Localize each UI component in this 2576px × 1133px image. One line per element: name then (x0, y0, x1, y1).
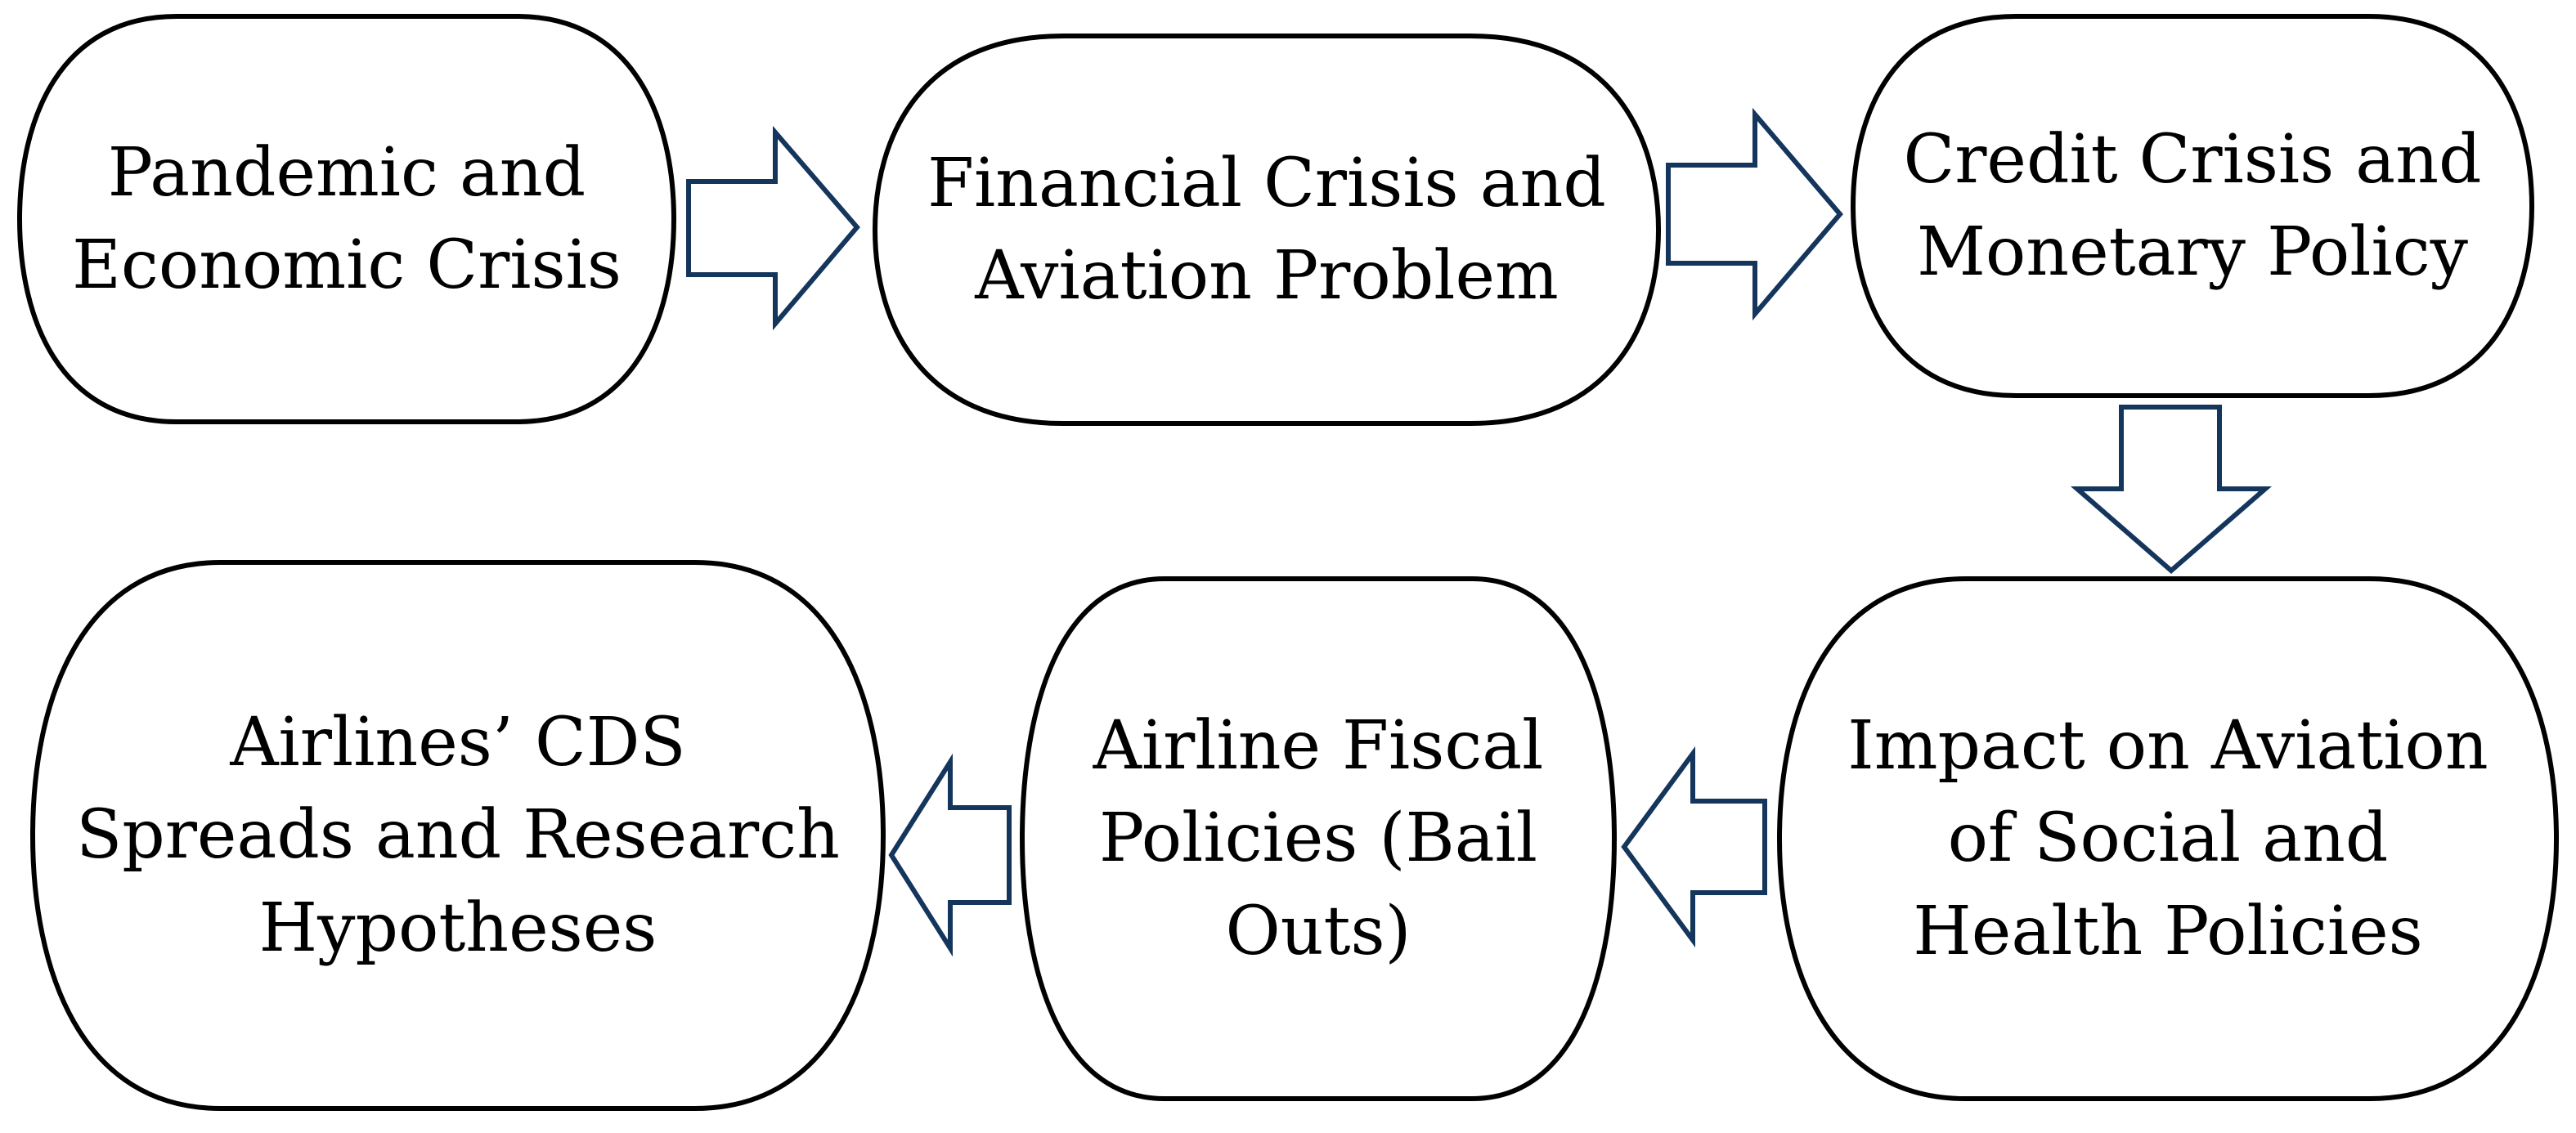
node-financial-line-2: Aviation Problem (975, 237, 1559, 315)
node-cds-label: Airlines’ CDS Spreads and Research Hypot… (33, 562, 883, 1108)
node-cds-shape (29, 560, 886, 1111)
node-fiscal-label: Airline Fiscal Policies (Bail Outs) (1022, 579, 1614, 1099)
node-fiscal-line-2: Policies (Bail (1098, 799, 1538, 878)
arrow-down-icon (2070, 405, 2273, 574)
node-cds-line-1: Airlines’ CDS (230, 704, 686, 782)
node-impact-shape (1776, 576, 2560, 1101)
node-pandemic-line-2: Economic Crisis (72, 226, 622, 304)
node-credit-line-1: Credit Crisis and (1903, 120, 2482, 199)
node-credit-label: Credit Crisis and Monetary Policy (1853, 16, 2532, 396)
arrow-left-icon (888, 753, 1012, 957)
node-fiscal-shape (1019, 576, 1618, 1101)
node-impact-label: Impact on Aviation of Social and Health … (1779, 579, 2556, 1099)
node-financial-shape (872, 34, 1662, 426)
node-impact-line-2: of Social and (1947, 799, 2389, 878)
node-impact-line-1: Impact on Aviation (1847, 707, 2488, 786)
node-impact-line-3: Health Policies (1913, 892, 2423, 970)
arrow-right-icon (1666, 107, 1843, 321)
node-pandemic-label: Pandemic and Economic Crisis (20, 16, 674, 422)
node-cds-line-2: Spreads and Research (76, 796, 840, 875)
node-financial-label: Financial Crisis and Aviation Problem (875, 36, 1658, 423)
node-financial-line-1: Financial Crisis and (927, 144, 1606, 222)
node-credit-line-2: Monetary Policy (1916, 213, 2468, 291)
node-cds-line-3: Hypotheses (258, 889, 657, 967)
arrow-right-icon (686, 125, 860, 331)
arrow-left-icon (1621, 746, 1767, 948)
node-pandemic-line-1: Pandemic and (107, 133, 586, 212)
node-fiscal-line-1: Airline Fiscal (1093, 707, 1544, 786)
node-pandemic-shape (16, 14, 677, 424)
node-fiscal-line-3: Outs) (1225, 892, 1411, 970)
node-credit-shape (1850, 14, 2535, 398)
